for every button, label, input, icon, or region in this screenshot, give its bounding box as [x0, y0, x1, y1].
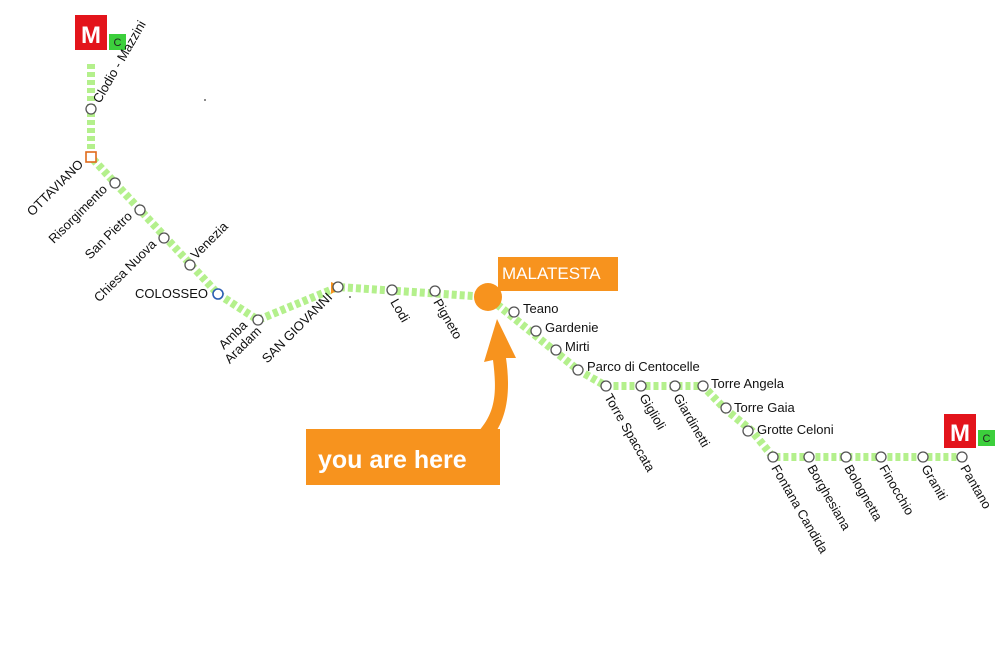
- svg-text:Gardenie: Gardenie: [545, 320, 598, 335]
- svg-text:Parco di Centocelle: Parco di Centocelle: [587, 359, 700, 374]
- svg-text:MALATESTA: MALATESTA: [502, 264, 601, 283]
- svg-text:Lodi: Lodi: [387, 296, 412, 325]
- metro-c-badge-end: M C: [944, 414, 995, 448]
- svg-text:Giglioli: Giglioli: [636, 391, 669, 432]
- line-c-icon: [978, 430, 995, 446]
- svg-text:M: M: [950, 420, 970, 447]
- station-fontana-candida[interactable]: Fontana Candida: [767, 451, 832, 557]
- speck: [204, 99, 206, 101]
- svg-text:Giardinetti: Giardinetti: [670, 391, 713, 450]
- station-amba-aradam[interactable]: Amba Aradam: [215, 314, 264, 366]
- station-mirti[interactable]: Mirti: [550, 339, 590, 356]
- svg-text:Pigneto: Pigneto: [430, 296, 465, 342]
- svg-text:COLOSSEO: COLOSSEO: [135, 286, 208, 301]
- station-torre-gaia[interactable]: Torre Gaia: [720, 400, 795, 415]
- station-torre-angela[interactable]: Torre Angela: [697, 376, 785, 392]
- svg-text:San Pietro: San Pietro: [82, 209, 136, 263]
- speck: [349, 296, 351, 298]
- metro-c-badge-top: M C: [75, 15, 126, 50]
- svg-text:Torre Gaia: Torre Gaia: [734, 400, 795, 415]
- you-are-here-arrow-icon: [478, 319, 516, 440]
- metro-m-icon: [944, 414, 976, 448]
- you-are-here-box: [306, 429, 500, 485]
- svg-text:M: M: [81, 22, 101, 49]
- svg-text:Teano: Teano: [523, 301, 558, 316]
- station-venezia[interactable]: Venezia: [184, 218, 232, 271]
- station-pantano[interactable]: Pantano: [956, 451, 995, 511]
- station-colosseo[interactable]: COLOSSEO: [135, 286, 224, 301]
- metro-m-icon: [75, 15, 107, 50]
- station-finocchio[interactable]: Finocchio: [875, 451, 917, 518]
- current-station-label-box: [498, 257, 618, 291]
- svg-text:C: C: [114, 37, 122, 49]
- svg-text:you are here: you are here: [318, 446, 467, 474]
- svg-text:Grotte Celoni: Grotte Celoni: [757, 422, 834, 437]
- svg-text:Venezia: Venezia: [188, 218, 232, 262]
- svg-text:Graniti: Graniti: [918, 462, 950, 503]
- svg-text:Pantano: Pantano: [957, 462, 994, 511]
- station-giardinetti[interactable]: Giardinetti: [669, 380, 713, 450]
- svg-text:Torre Angela: Torre Angela: [711, 376, 785, 391]
- svg-text:C: C: [983, 433, 991, 445]
- station-san-giovanni[interactable]: SAN GIOVANNI: [259, 281, 344, 366]
- station-gardenie[interactable]: Gardenie: [530, 320, 598, 337]
- station-teano[interactable]: Teano: [508, 301, 558, 318]
- station-grotte-celoni[interactable]: Grotte Celoni: [742, 422, 834, 437]
- station-malatesta-current[interactable]: MALATESTA: [474, 257, 618, 311]
- you-are-here-callout: you are here: [306, 319, 516, 485]
- svg-text:Mirti: Mirti: [565, 339, 590, 354]
- line-c-icon: [109, 34, 126, 50]
- station-parco-di-centocelle[interactable]: Parco di Centocelle: [572, 359, 700, 376]
